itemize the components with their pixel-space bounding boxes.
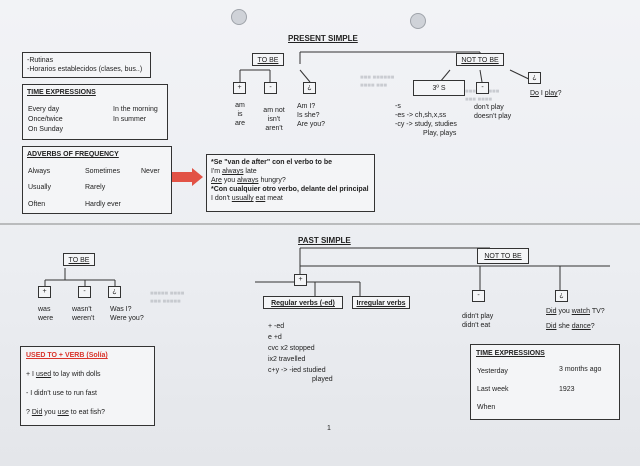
past-not-to-be-box: NOT TO BE — [477, 248, 529, 264]
adverb: Sometimes — [85, 168, 121, 175]
bleed-through-text: ■■■ ■■■■■■■■■■ ■■■ — [360, 75, 395, 89]
time-expression: 3 months ago — [559, 366, 602, 373]
third-person-box: 3º S — [413, 80, 465, 96]
adverb: Hardly ever — [85, 201, 121, 208]
plus-box: + — [294, 274, 307, 286]
plus-box: + — [233, 82, 246, 94]
time-expressions-title: TIME EXPRESSIONS — [476, 350, 545, 357]
note-line: I don't usually eat meat — [211, 195, 283, 202]
present-negative-forms: don't play doesn't play — [474, 104, 512, 120]
minus-box: - — [476, 82, 489, 94]
past-simple-title: PAST SIMPLE — [298, 236, 351, 245]
time-expression: Last week — [477, 386, 509, 393]
time-expression: When — [477, 404, 496, 411]
used-to-box: USED TO + VERB (Solía) + I used to lay w… — [20, 346, 155, 426]
used-to-example: - I didn't use to run fast — [26, 390, 97, 397]
question-box: ¿ — [528, 72, 541, 84]
use-item: -Rutinas — [27, 57, 54, 64]
time-expression: On Sunday — [28, 126, 64, 133]
time-expression: Yesterday — [477, 368, 508, 375]
used-to-title: USED TO + VERB (Solía) — [26, 352, 108, 359]
regular-verbs-box: Regular verbs (-ed) — [263, 296, 343, 309]
adverb: Rarely — [85, 184, 106, 191]
time-expression: Once/twice — [28, 116, 63, 123]
time-expression: In the morning — [113, 106, 158, 113]
minus-box: - — [78, 286, 91, 298]
time-expression: Every day — [28, 106, 60, 113]
adverbs-title: ADVERBS OF FREQUENCY — [27, 151, 119, 158]
time-expression: 1923 — [559, 386, 575, 393]
present-uses-box: -Rutinas -Horarios establecidos (clases,… — [22, 52, 151, 78]
present-question-example: Do I play? — [530, 90, 562, 97]
question-box: ¿ — [108, 286, 121, 298]
past-negative-forms: didn't play didn't eat — [462, 313, 494, 329]
adverb: Often — [28, 201, 46, 208]
time-expression: In summer — [113, 116, 147, 123]
present-simple-title: PRESENT SIMPLE — [288, 34, 358, 43]
bleed-through-text: ■■■■■ ■■■■■■■ ■■■■■ — [150, 291, 185, 305]
plus-box: + — [38, 286, 51, 298]
present-not-to-be-box: NOT TO BE — [456, 53, 504, 66]
page-number: 1 — [327, 425, 331, 432]
to-be-question-forms: Am I?Is she?Are you? — [297, 103, 326, 128]
present-time-expressions-box: TIME EXPRESSIONS Every day Once/twice On… — [22, 84, 168, 140]
use-item: -Horarios establecidos (clases, bus..) — [27, 66, 143, 73]
punch-hole — [410, 13, 426, 29]
past-question-forms: Did you watch TV? Did she dance? — [546, 308, 605, 330]
present-to-be-box: TO BE — [252, 53, 284, 66]
punch-hole — [231, 9, 247, 25]
note-line: I'm always late — [211, 168, 257, 175]
adverb: Never — [141, 168, 160, 175]
adverb: Always — [28, 168, 51, 175]
note-line: *Con cualquier otro verbo, delante del p… — [211, 186, 369, 193]
used-to-example: + I used to lay with dolls — [26, 371, 101, 378]
third-person-rules: -s -es -> ch,sh,x,ss -cy -> study, studi… — [395, 103, 457, 137]
question-box: ¿ — [303, 82, 316, 94]
question-box: ¿ — [555, 290, 568, 302]
irregular-verbs-box: Irregular verbs — [352, 296, 410, 309]
used-to-example: ? Did you use to eat fish? — [26, 409, 106, 416]
adverb-position-note: *Se "van de after" con el verbo to be I'… — [206, 154, 375, 212]
regular-verb-rules: + -ed e +d cvc x2 stopped ix2 travelled … — [268, 323, 333, 383]
adverb: Usually — [28, 184, 51, 191]
minus-box: - — [264, 82, 277, 94]
past-to-be-question: Was I?Were you? — [110, 306, 144, 322]
note-line: Are you always hungry? — [211, 177, 286, 184]
past-time-expressions-box: TIME EXPRESSIONS Yesterday Last week Whe… — [470, 344, 620, 420]
adverbs-of-frequency-box: ADVERBS OF FREQUENCY Always Sometimes Ne… — [22, 146, 172, 214]
note-line: *Se "van de after" con el verbo to be — [211, 159, 333, 166]
time-expressions-title: TIME EXPRESSIONS — [27, 89, 96, 96]
minus-box: - — [472, 290, 485, 302]
past-to-be-box: TO BE — [63, 253, 95, 266]
